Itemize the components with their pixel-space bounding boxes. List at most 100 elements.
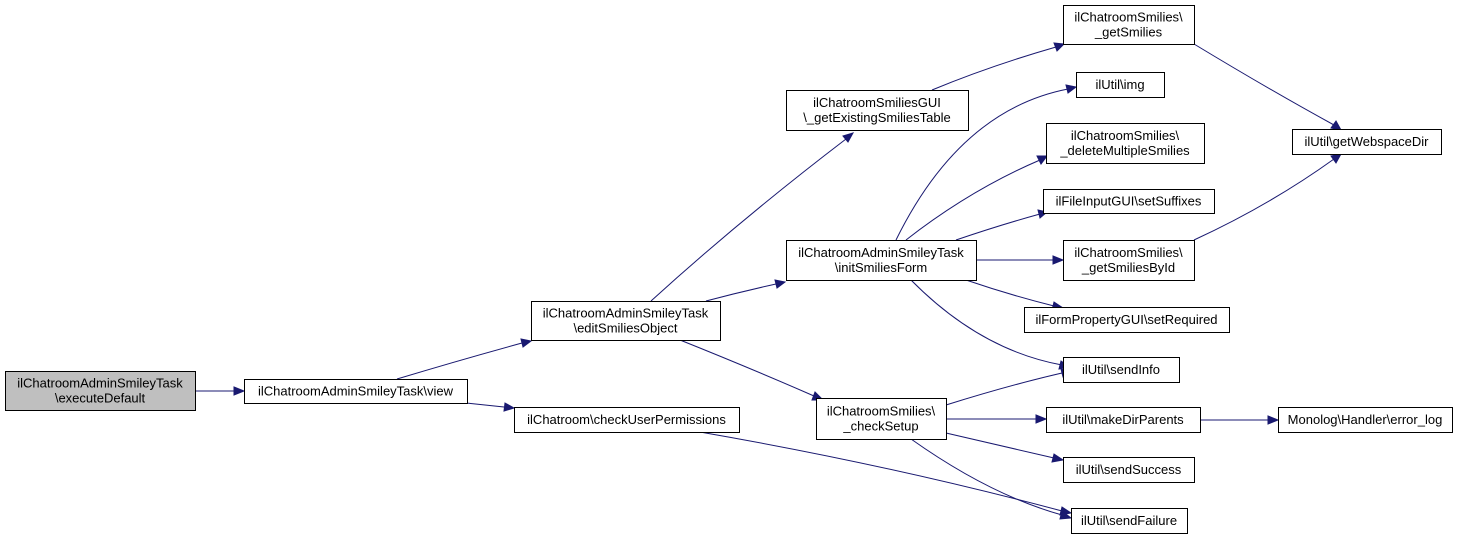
edge-arrowhead — [520, 338, 533, 348]
node-box — [1063, 5, 1195, 45]
edge-line — [931, 46, 1057, 91]
node-label-line: ilChatroomSmilies\ — [1071, 128, 1180, 143]
node-box — [531, 301, 721, 341]
node-box — [1063, 357, 1180, 383]
node-ilchatroomsmilies-deletemultiplesmilies[interactable]: ilChatroomSmilies\_deleteMultipleSmilies — [1046, 123, 1205, 164]
node-label-line: ilChatroomAdminSmileyTask — [798, 245, 964, 260]
edge-arrowhead — [1036, 155, 1048, 165]
edge-arrowhead — [1059, 510, 1073, 520]
edge-n6-to-n12 — [976, 255, 1065, 265]
node-box — [1046, 123, 1205, 164]
edge-line — [910, 279, 1063, 366]
node-ilchatroomsmilies-checksetup[interactable]: ilChatroomSmilies\_checkSetup — [816, 398, 947, 440]
node-ilutil-sendsuccess[interactable]: ilUtil\sendSuccess — [1063, 457, 1195, 483]
edge-n3-to-n7 — [679, 339, 825, 401]
edge-line — [705, 283, 777, 302]
edge-arrowhead — [1035, 414, 1048, 424]
edge-line — [895, 88, 1069, 241]
edge-line — [965, 279, 1055, 307]
node-label-line: ilFormPropertyGUI\setRequired — [1035, 312, 1217, 327]
node-box — [1076, 72, 1165, 98]
node-monolog-handler-error-log[interactable]: Monolog\Handler\error_log — [1278, 407, 1453, 433]
node-ilchatroomsmiliesgui-getexistingsmiliestable[interactable]: ilChatroomSmiliesGUI\_getExistingSmilies… — [786, 90, 969, 131]
node-ilchatroomadminsmileytask-executedefault[interactable]: ilChatroomAdminSmileyTask\executeDefault — [5, 371, 196, 411]
node-label-line: ilChatroomAdminSmileyTask — [17, 376, 183, 391]
node-label-line: \_getExistingSmiliesTable — [803, 110, 950, 125]
node-ilutil-sendfailure[interactable]: ilUtil\sendFailure — [1071, 508, 1188, 534]
edge-n15-to-n19 — [1200, 415, 1280, 425]
edge-line — [1193, 158, 1335, 241]
edge-n7-to-n15 — [946, 414, 1048, 424]
edge-n12-to-n18 — [1193, 153, 1342, 241]
node-label-line: \executeDefault — [55, 391, 146, 406]
edge-n3-to-n5 — [650, 132, 855, 302]
node-label-line: _deleteMultipleSmilies — [1059, 143, 1190, 158]
node-box — [1046, 407, 1201, 433]
node-ilchatroomsmilies-getsmiliesbyid[interactable]: ilChatroomSmilies\_getSmiliesById — [1063, 240, 1195, 281]
node-box — [5, 371, 196, 411]
node-box — [244, 379, 468, 404]
node-ilutil-makedirparents[interactable]: ilUtil\makeDirParents — [1046, 407, 1201, 433]
edge-line — [679, 339, 815, 397]
edge-n7-to-n14 — [945, 368, 1073, 406]
node-box — [1043, 189, 1215, 214]
edge-arrowhead — [233, 386, 246, 396]
node-label-line: ilChatroomAdminSmileyTask — [543, 306, 709, 321]
node-ilchatroomadminsmileytask-initsmiliesform[interactable]: ilChatroomAdminSmileyTask\initSmiliesFor… — [786, 240, 977, 281]
node-label-line: ilUtil\makeDirParents — [1062, 412, 1184, 427]
nodes-layer: ilChatroomAdminSmileyTask\executeDefault… — [5, 5, 1453, 534]
edge-arrowhead — [1330, 153, 1342, 164]
node-label-line: ilChatroomSmilies\ — [1074, 10, 1183, 25]
edge-line — [396, 342, 523, 380]
edge-n1-to-n2 — [196, 386, 246, 396]
node-box — [786, 240, 977, 281]
node-label-line: \editSmiliesObject — [573, 321, 677, 336]
edge-line — [699, 431, 1063, 512]
node-label-line: ilChatroom\checkUserPermissions — [527, 412, 726, 427]
node-ilutil-sendinfo[interactable]: ilUtil\sendInfo — [1063, 357, 1180, 383]
edge-n6-to-n9 — [895, 84, 1078, 241]
edge-arrowhead — [1051, 453, 1065, 463]
node-label-line: ilUtil\sendSuccess — [1076, 462, 1182, 477]
node-label-line: ilUtil\sendInfo — [1082, 362, 1160, 377]
node-box — [514, 407, 740, 433]
node-ilchatroomsmilies-getsmilies[interactable]: ilChatroomSmilies\_getSmilies — [1063, 5, 1195, 45]
node-label-line: ilChatroomSmilies\ — [827, 404, 936, 419]
node-label-line: _getSmilies — [1094, 25, 1163, 40]
node-label-line: ilUtil\sendFailure — [1081, 513, 1177, 528]
node-ilutil-img[interactable]: ilUtil\img — [1076, 72, 1165, 98]
edge-n6-to-n13 — [965, 279, 1065, 311]
node-label-line: ilUtil\img — [1095, 77, 1144, 92]
node-box — [786, 90, 969, 131]
edge-n7-to-n16 — [945, 432, 1065, 463]
node-box — [1063, 457, 1195, 483]
node-ilchatroomadminsmileytask-editsmiliesobject[interactable]: ilChatroomAdminSmileyTask\editSmiliesObj… — [531, 301, 721, 341]
edge-line — [945, 432, 1055, 459]
edge-n8-to-n18 — [1193, 43, 1342, 131]
edge-arrowhead — [503, 402, 516, 412]
node-ilutil-getwebspacedir[interactable]: ilUtil\getWebspaceDir — [1292, 129, 1442, 155]
node-ilformpropertygui-setrequired[interactable]: ilFormPropertyGUI\setRequired — [1024, 307, 1230, 333]
edge-n6-to-n10 — [905, 155, 1048, 241]
node-box — [1063, 240, 1195, 281]
edge-arrowhead — [1065, 84, 1078, 94]
edge-n7-to-n17 — [910, 438, 1073, 520]
node-box — [1071, 508, 1188, 534]
edge-line — [910, 438, 1063, 516]
node-label-line: \initSmiliesForm — [835, 260, 927, 275]
node-label-line: ilFileInputGUI\setSuffixes — [1056, 194, 1202, 209]
edge-arrowhead — [1267, 415, 1280, 425]
node-label-line: _checkSetup — [842, 419, 918, 434]
edge-n6-to-n11 — [955, 209, 1049, 241]
edge-arrowhead — [842, 132, 855, 143]
node-ilfileinputgui-setsuffixes[interactable]: ilFileInputGUI\setSuffixes — [1043, 189, 1215, 214]
edge-arrowhead — [1052, 255, 1065, 265]
edge-line — [1193, 43, 1335, 126]
node-ilchatroom-checkuserpermissions[interactable]: ilChatroom\checkUserPermissions — [514, 407, 740, 433]
edge-line — [905, 159, 1041, 241]
edge-arrowhead — [774, 279, 787, 289]
node-ilchatroomadminsmileytask-view[interactable]: ilChatroomAdminSmileyTask\view — [244, 379, 468, 404]
edge-arrowhead — [1053, 42, 1066, 52]
edge-n2-to-n3 — [396, 338, 533, 380]
node-label-line: ilChatroomSmilies\ — [1074, 245, 1183, 260]
